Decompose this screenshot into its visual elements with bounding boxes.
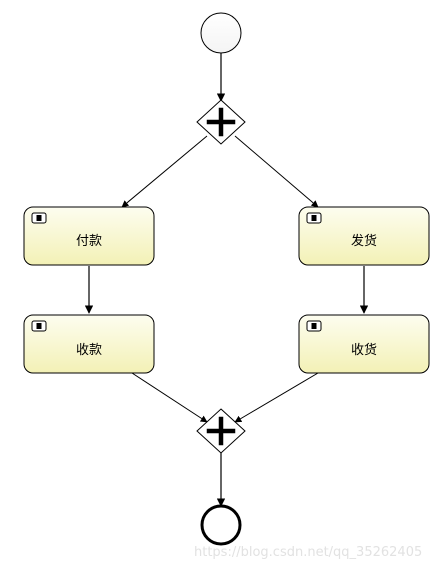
flow-fork-to-ship[interactable] (234, 135, 319, 208)
flow-receive-goods-to-join[interactable] (234, 372, 319, 423)
flow-receive-payment-to-join[interactable] (131, 372, 208, 423)
task-receive-goods[interactable]: 收货 (298, 314, 430, 374)
task-ship-label: 发货 (351, 233, 377, 249)
plus-icon (206, 416, 236, 446)
task-receive-payment[interactable]: 收款 (23, 314, 155, 374)
task-pay[interactable]: 付款 (23, 206, 155, 266)
task-receive-goods-label: 收货 (351, 342, 377, 358)
end-event[interactable] (200, 504, 242, 546)
watermark: https://blog.csdn.net/qq_35262405 (194, 545, 423, 560)
plus-icon (206, 107, 236, 137)
flow-fork-to-pay[interactable] (121, 135, 208, 208)
parallel-gateway-join[interactable] (196, 408, 246, 454)
task-marker-icon (306, 320, 322, 332)
task-receive-payment-label: 收款 (76, 343, 102, 358)
parallel-gateway-fork[interactable] (196, 99, 246, 145)
task-marker-icon (306, 212, 322, 224)
task-marker-icon (31, 320, 47, 332)
task-marker-icon (31, 212, 47, 224)
start-event[interactable] (200, 12, 242, 54)
task-ship[interactable]: 发货 (298, 206, 430, 266)
task-pay-label: 付款 (76, 234, 102, 249)
